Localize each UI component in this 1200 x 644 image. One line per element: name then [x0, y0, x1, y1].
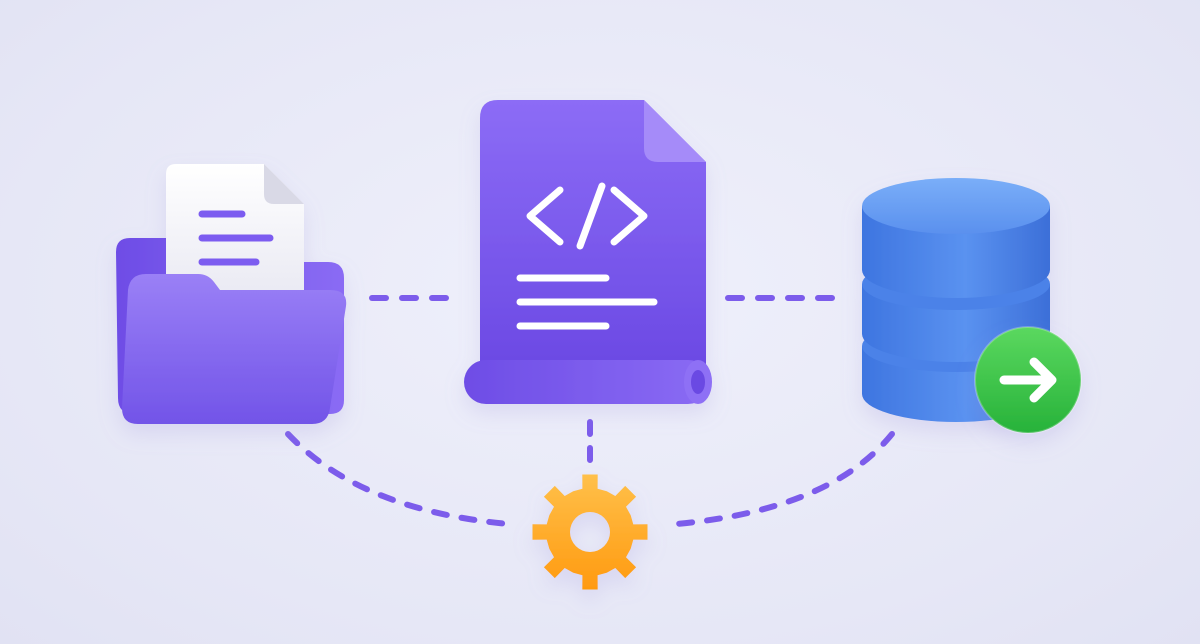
folder-front [122, 274, 347, 424]
gear-icon [532, 474, 648, 590]
database-disk-top [862, 178, 1050, 298]
scroll-roll [464, 360, 712, 404]
scroll-text-lines [516, 274, 658, 330]
code-glyph-icon [526, 182, 648, 250]
document-paper [166, 164, 304, 306]
folder-with-document-icon [116, 164, 347, 424]
scroll-page-fold [644, 100, 706, 162]
code-scroll-icon [464, 100, 712, 404]
connector-database-to-gear [673, 431, 895, 527]
scroll-page [480, 100, 706, 378]
arrow-right-icon [974, 326, 1082, 434]
connector-folder-to-gear [285, 431, 511, 527]
connectors [285, 295, 895, 527]
